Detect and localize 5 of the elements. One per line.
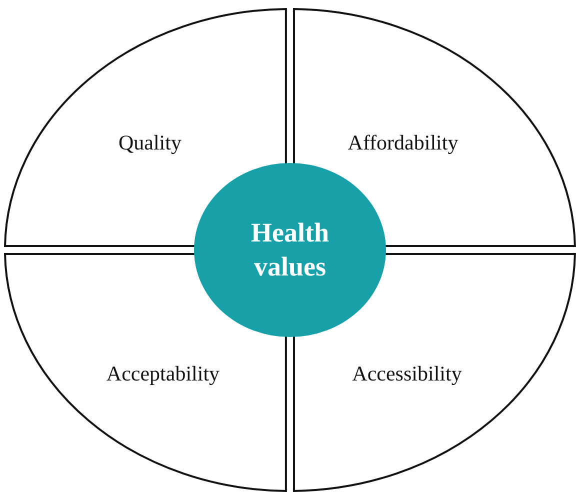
segment-label: Accessibility bbox=[352, 362, 462, 386]
segment-label: Quality bbox=[118, 130, 182, 156]
center-label: Health values bbox=[250, 216, 330, 283]
segment-label: Affordability bbox=[348, 130, 458, 156]
segment-label: Acceptability bbox=[106, 362, 220, 386]
